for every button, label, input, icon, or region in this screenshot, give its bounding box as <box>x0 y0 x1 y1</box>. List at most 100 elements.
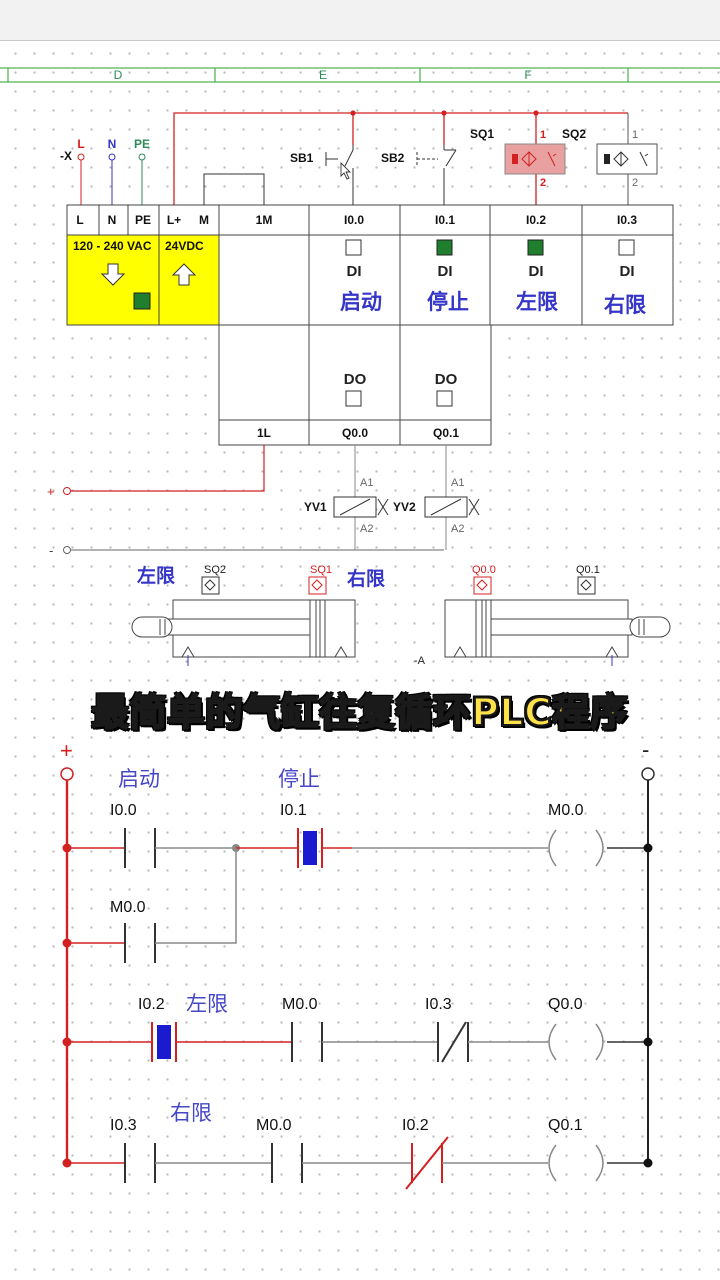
rung1-comment-stop: 停止 <box>278 767 320 791</box>
plc-term-q01: Q0.1 <box>433 426 459 440</box>
ladder-diagram: + - 启动 停止 I0.0 I0.1 M0.0 <box>60 737 655 1190</box>
plc-term-lplus: L+ <box>167 213 181 227</box>
plc-module: L N PE L+ M 1M I0.0 I0.1 I0.2 I0.3 120 -… <box>66 204 674 446</box>
rung4-comment-right: 右限 <box>170 1101 212 1125</box>
input-name-left: 左限 <box>516 290 558 314</box>
power-terminals: -X L N PE <box>60 137 150 205</box>
yv2-a1: A1 <box>451 477 464 489</box>
ladder-minus: - <box>642 737 649 762</box>
terminal-l-label: L <box>77 137 84 151</box>
yv2-solenoid <box>424 496 480 518</box>
plc-term-l: L <box>76 213 83 227</box>
supply-dc-label: 24VDC <box>165 239 204 253</box>
supply-ac-label: 120 - 240 VAC <box>73 239 152 253</box>
rung1-comment-start: 启动 <box>118 767 160 791</box>
title-banner: 最简单的气缸往复循环PLC程序 <box>91 690 629 735</box>
rung-1: 启动 停止 I0.0 I0.1 M0.0 <box>62 767 653 868</box>
plc-term-i01: I0.1 <box>435 213 455 227</box>
terminal-n-label: N <box>108 137 117 151</box>
supply-bus <box>173 110 629 205</box>
di-led-i01 <box>436 239 453 256</box>
column-f: F <box>524 68 531 82</box>
cyl-q01-label: Q0.1 <box>576 564 600 576</box>
yv1-a2: A2 <box>360 523 373 535</box>
rail-minus-label: - <box>49 543 53 558</box>
column-d: D <box>114 68 123 82</box>
column-e: E <box>319 68 327 82</box>
plc-term-q00: Q0.0 <box>342 426 368 440</box>
di-label-2: DI <box>529 263 544 280</box>
plc-term-1m: 1M <box>256 213 273 227</box>
rung4-contact1-label: I0.3 <box>110 1117 137 1134</box>
sq2-pin2: 2 <box>632 177 638 189</box>
input-name-right: 右限 <box>604 293 646 317</box>
di-label-0: DI <box>347 263 362 280</box>
cyl-tag: -A <box>414 655 426 667</box>
sb1-pushbutton[interactable] <box>325 145 354 205</box>
rung4-contact2-label: M0.0 <box>256 1117 292 1134</box>
plc-term-1l: 1L <box>257 426 271 440</box>
sb2-pushbutton[interactable] <box>416 145 457 205</box>
yv2-a2: A2 <box>451 523 464 535</box>
rung-2-branch: M0.0 <box>62 848 237 963</box>
sq1-sensor <box>504 143 566 205</box>
rail-plus-label: + <box>47 484 55 499</box>
do-led-q00 <box>345 390 362 407</box>
yv1-solenoid <box>333 496 389 518</box>
do-label-1: DO <box>435 371 458 388</box>
plc-term-i03: I0.3 <box>617 213 637 227</box>
arrow-up-icon <box>171 263 197 286</box>
plc-term-pe: PE <box>135 213 151 227</box>
rung1-contact2-label: I0.1 <box>280 802 307 819</box>
di-label-1: DI <box>438 263 453 280</box>
plc-term-i02: I0.2 <box>526 213 546 227</box>
plc-term-i00: I0.0 <box>344 213 364 227</box>
rung2-contact-label: M0.0 <box>110 899 146 916</box>
yv1-label: YV1 <box>304 500 327 514</box>
plc-term-n: N <box>108 213 117 227</box>
rung-3: I0.2 左限 M0.0 I0.3 Q0.0 <box>62 992 653 1063</box>
cylinders: 左限 右限 SQ2 SQ1 Q0.0 Q0.1 <box>131 564 671 667</box>
rung3-left-limit-active <box>157 1025 171 1059</box>
terminal-x-label: -X <box>60 149 72 163</box>
input-name-stop: 停止 <box>427 290 469 314</box>
sq2-pin1: 1 <box>632 129 638 141</box>
arrow-down-icon <box>100 263 126 286</box>
rung3-contact1-label: I0.2 <box>138 996 165 1013</box>
cyl-sq1-label: SQ1 <box>310 564 332 576</box>
rung3-contact3-label: I0.3 <box>425 996 452 1013</box>
sq2-sensor <box>596 143 658 205</box>
rung3-coil-label: Q0.0 <box>548 996 583 1013</box>
cyl-right-label: 右限 <box>346 567 385 590</box>
do-label-0: DO <box>344 371 367 388</box>
sq2-label: SQ2 <box>562 127 586 141</box>
di-led-i03 <box>618 239 635 256</box>
sb2-label: SB2 <box>381 151 405 165</box>
sq1-label: SQ1 <box>470 127 494 141</box>
power-supply-block <box>66 234 220 326</box>
title-bar <box>0 0 720 41</box>
cyl-left-label: 左限 <box>137 564 175 587</box>
input-devices: SB1 SB2 SQ1 1 SQ2 2 1 <box>290 127 658 205</box>
power-led <box>133 292 151 310</box>
sq1-pin2: 2 <box>540 177 546 189</box>
di-led-i00 <box>345 239 362 256</box>
di-led-i02 <box>527 239 544 256</box>
di-label-3: DI <box>620 263 635 280</box>
rung4-coil-label: Q0.1 <box>548 1117 583 1134</box>
rung-4: I0.3 右限 M0.0 I0.2 Q0.1 <box>62 1101 653 1190</box>
sb1-label: SB1 <box>290 151 314 165</box>
output-wiring: + - A1 A2 A1 A2 YV1 YV2 <box>47 445 480 558</box>
ladder-plus: + <box>60 738 73 763</box>
yv1-a1: A1 <box>360 477 373 489</box>
cyl-q00-label: Q0.0 <box>472 564 496 576</box>
cyl-sq2-label: SQ2 <box>204 564 226 576</box>
rung4-contact3-label: I0.2 <box>402 1117 429 1134</box>
rung3-comment-left: 左限 <box>186 992 228 1016</box>
rung3-contact2-label: M0.0 <box>282 996 318 1013</box>
rung1-coil-label: M0.0 <box>548 802 584 819</box>
terminal-pe-label: PE <box>134 137 150 151</box>
yv2-label: YV2 <box>393 500 416 514</box>
rung1-contact1-label: I0.0 <box>110 802 137 819</box>
